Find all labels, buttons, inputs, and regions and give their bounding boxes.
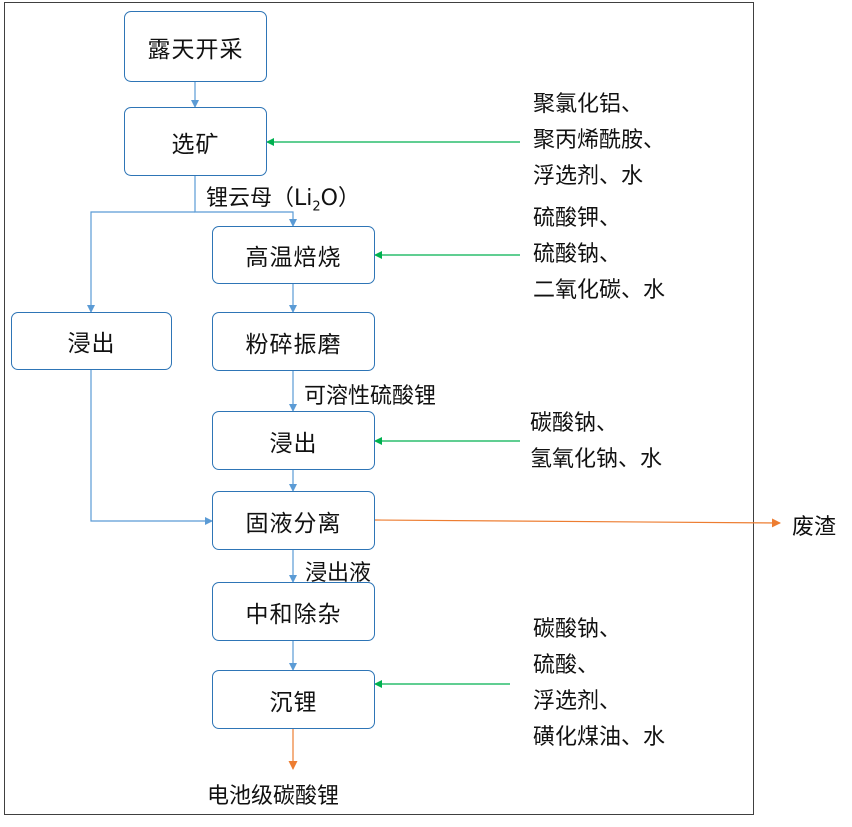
label-lepidolite: 锂云母（Li2O） xyxy=(206,180,360,214)
diagram-frame xyxy=(4,2,754,815)
label-residue: 废渣 xyxy=(792,515,837,540)
input-line: 氢氧化钠、水 xyxy=(530,447,663,472)
node-neutralize: 中和除杂 xyxy=(212,582,375,641)
inputs-roasting: 硫酸钾、 硫酸钠、 二氧化碳、水 xyxy=(533,201,665,309)
label-lepidolite-subscript: 2 xyxy=(312,199,321,215)
input-line: 二氧化碳、水 xyxy=(533,278,666,303)
input-line: 硫酸钠、 xyxy=(533,242,622,267)
arrow-leach-left-to-separation xyxy=(90,370,213,525)
input-line: 磺化煤油、水 xyxy=(533,725,666,750)
label-lepidolite-tail: O） xyxy=(320,186,360,211)
label-lepidolite-main: 锂云母（Li xyxy=(206,186,313,211)
input-line: 浮选剂、 xyxy=(533,689,622,714)
input-line: 硫酸钾、 xyxy=(533,206,622,231)
input-line: 硫酸、 xyxy=(533,653,600,678)
node-grinding: 粉碎振磨 xyxy=(212,312,375,371)
input-line: 碳酸钠、 xyxy=(533,617,622,642)
label-leachate: 浸出液 xyxy=(305,561,372,586)
inputs-beneficiation: 聚氯化铝、 聚丙烯酰胺、 浮选剂、水 xyxy=(533,87,665,195)
arrow-separation-to-residue xyxy=(374,518,781,528)
node-precipitate: 沉锂 xyxy=(212,670,375,729)
input-line: 聚丙烯酰胺、 xyxy=(533,128,666,153)
input-line: 聚氯化铝、 xyxy=(533,92,644,117)
node-leach-left: 浸出 xyxy=(11,312,172,370)
label-soluble-lithium-sulfate: 可溶性硫酸锂 xyxy=(304,384,437,409)
node-open-pit: 露天开采 xyxy=(124,11,267,82)
inputs-leach: 碳酸钠、 氢氧化钠、水 xyxy=(530,406,662,478)
node-beneficiation: 选矿 xyxy=(124,107,267,176)
input-line: 碳酸钠、 xyxy=(530,411,619,436)
node-roasting: 高温焙烧 xyxy=(212,226,375,284)
inputs-precipitate: 碳酸钠、 硫酸、 浮选剂、 磺化煤油、水 xyxy=(533,612,665,756)
label-product: 电池级碳酸锂 xyxy=(207,784,340,809)
arrow-beneficiation-to-leach-left xyxy=(87,211,195,313)
node-leach-main: 浸出 xyxy=(212,411,375,470)
arrow-beneficiation-to-roasting xyxy=(194,176,297,227)
node-separation: 固液分离 xyxy=(212,491,375,550)
input-line: 浮选剂、水 xyxy=(533,164,644,189)
